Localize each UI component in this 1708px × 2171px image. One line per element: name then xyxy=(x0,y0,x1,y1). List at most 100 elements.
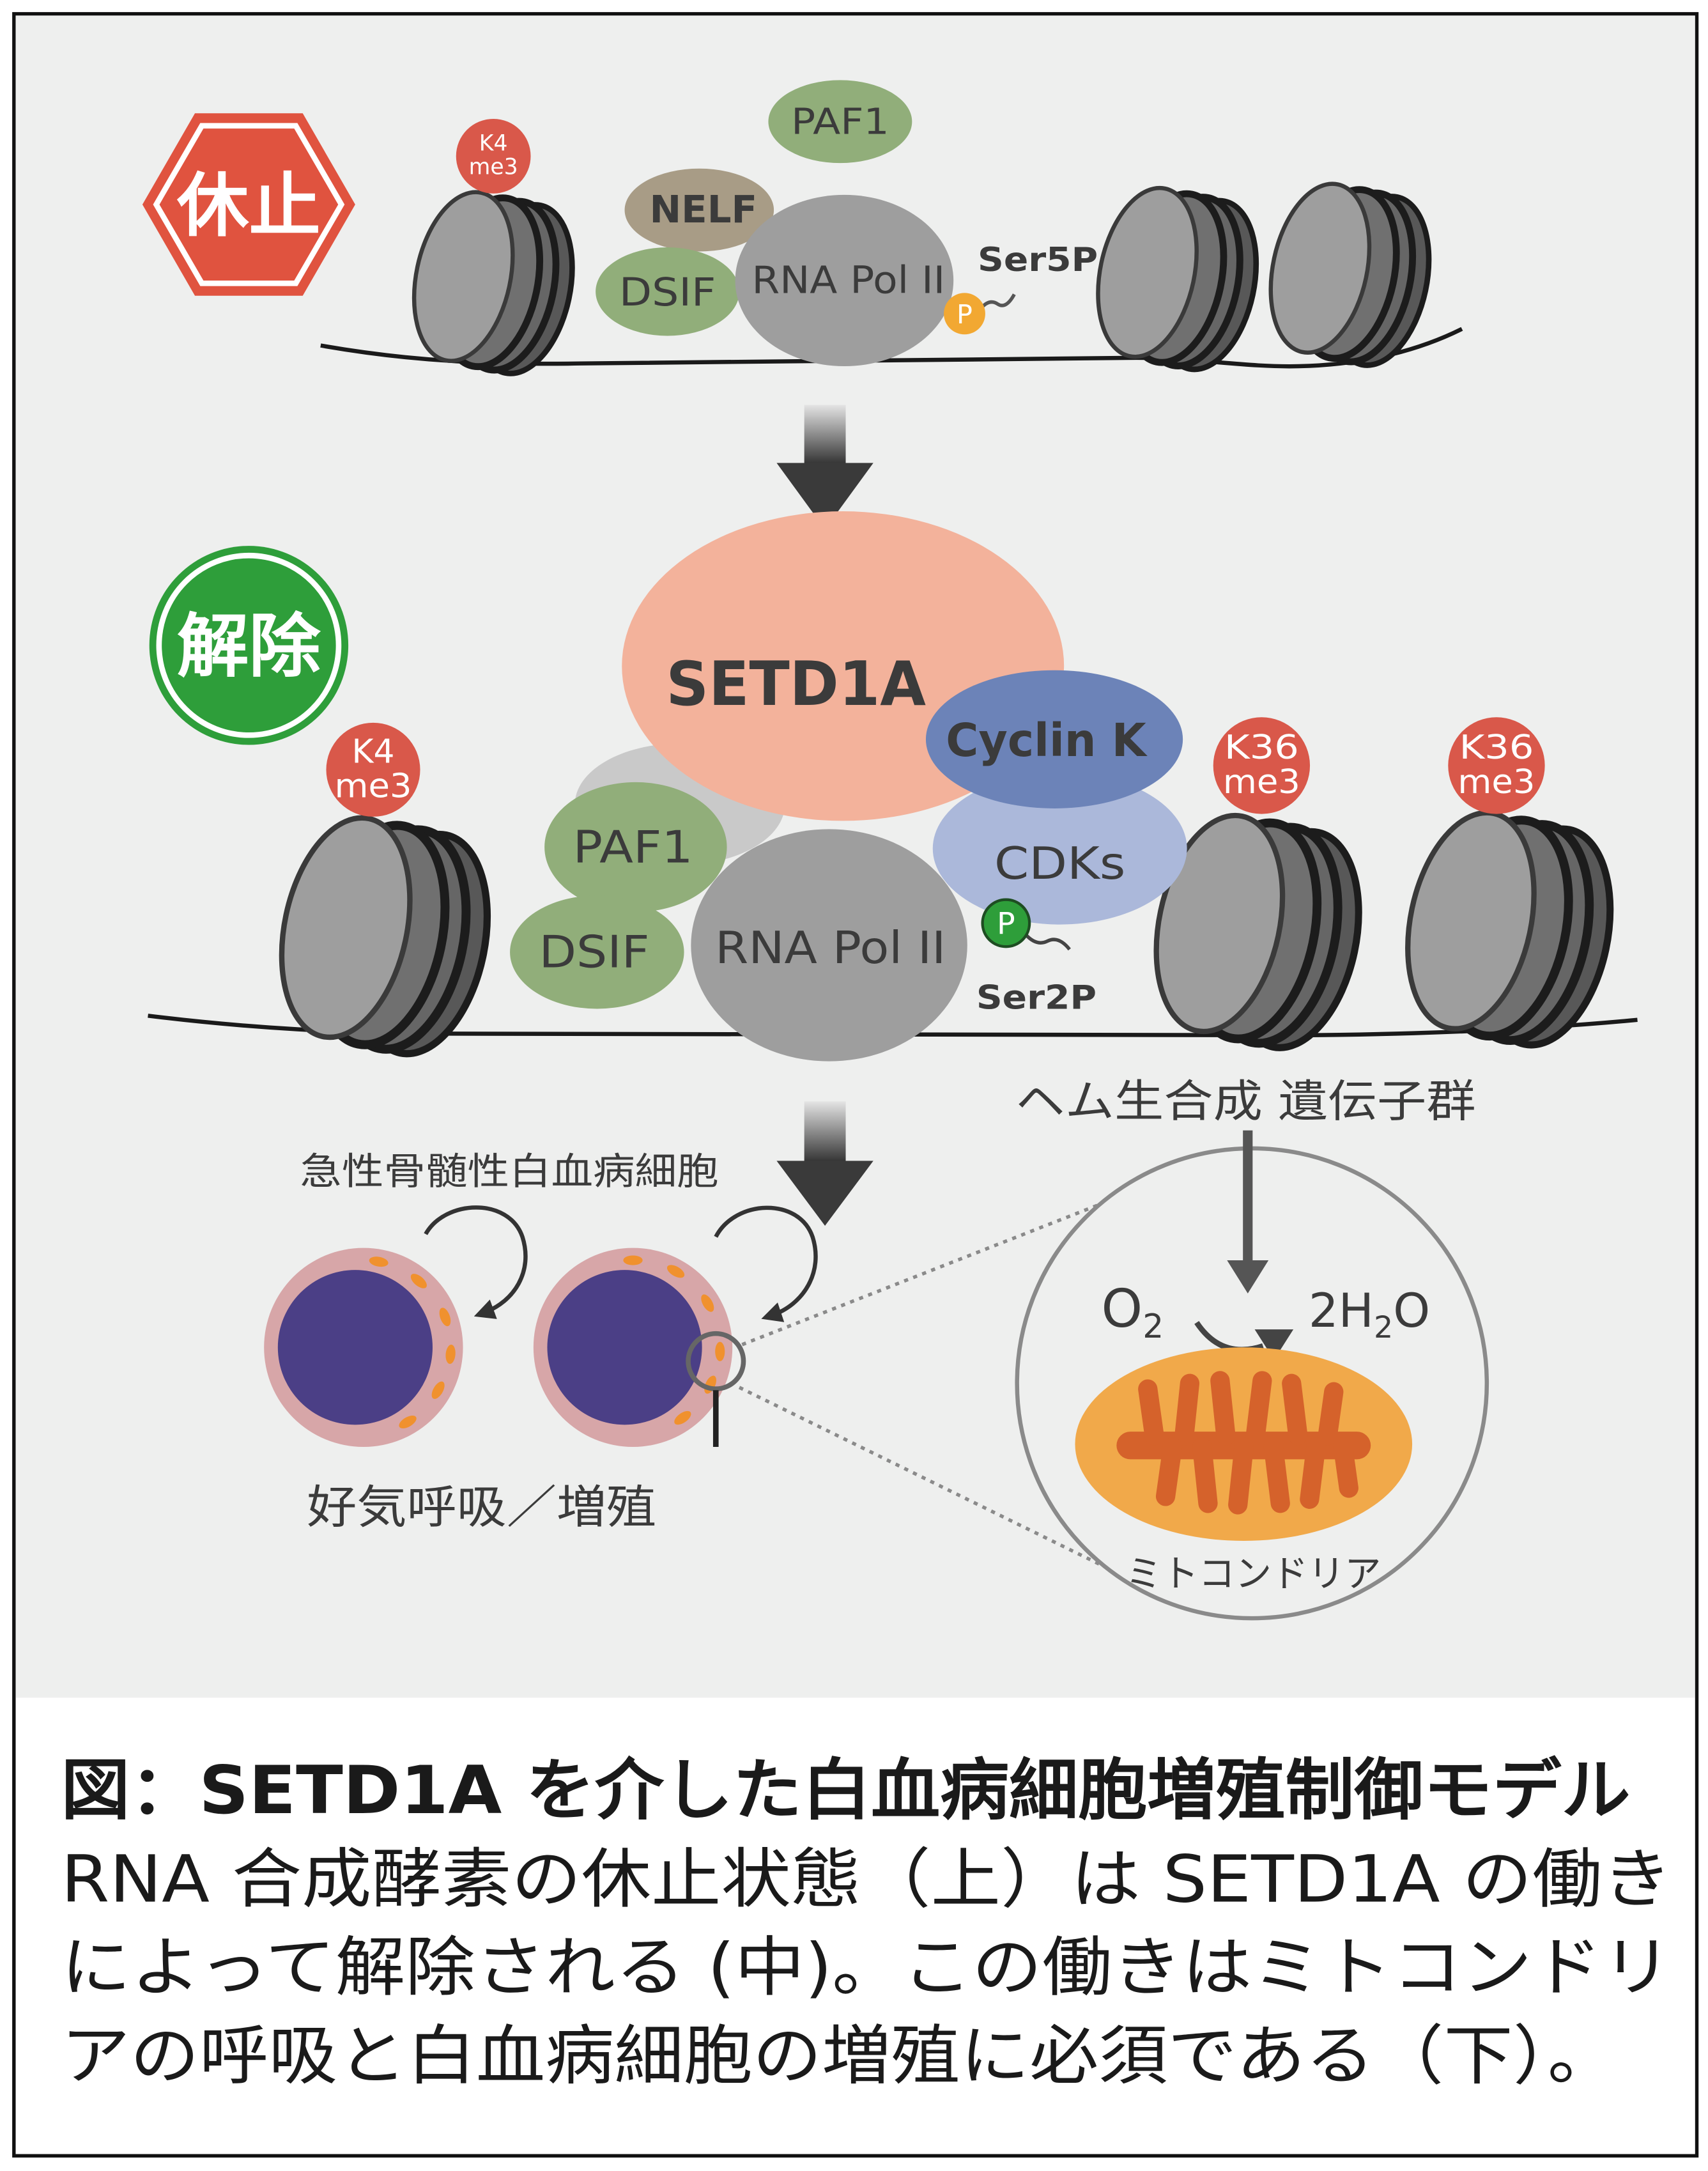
phospho-site-label: Ser2P xyxy=(976,978,1096,1017)
mitochondrion-cristae xyxy=(1116,1371,1371,1515)
release-badge: 解除 xyxy=(149,546,349,745)
caption-line: アの呼吸と白血病細胞の増殖に必須である（下）。 xyxy=(61,2018,1617,2094)
arrow-head xyxy=(1227,1260,1269,1294)
dsif-shape xyxy=(510,895,684,1009)
paused-state: 休止 K4 me3 PAF1 NELF DSIF RNA Pol II xyxy=(142,80,1463,382)
cyclin-k-label: Cyclin K xyxy=(946,714,1148,767)
cell-mitochondrion xyxy=(399,1416,417,1429)
magnifier-icon xyxy=(686,1331,746,1447)
gene-group-label: ヘム生合成 遺伝子群 xyxy=(1015,1076,1475,1127)
histone-mark-type: me3 xyxy=(1223,763,1300,801)
phosphorylation-ser2: P Ser2P xyxy=(976,898,1096,1017)
crista xyxy=(1228,1437,1254,1515)
crista xyxy=(1155,1437,1183,1506)
arrow-head xyxy=(1254,1329,1294,1360)
cyclin-k-shape xyxy=(925,670,1183,808)
nelf-shape xyxy=(624,168,774,252)
water-prefix: 2H xyxy=(1309,1284,1374,1338)
cell-nucleus xyxy=(547,1270,702,1425)
cell-mitochondria xyxy=(369,1256,456,1429)
paf1-shape xyxy=(544,782,727,913)
zoom-guide-line xyxy=(738,1386,1107,1569)
histone-mark-type: me3 xyxy=(334,768,412,806)
phosphorylation-ser5: P Ser5P xyxy=(944,241,1098,335)
caption-line: によって解除される (中)。この働きはミトコンドリ xyxy=(61,1930,1672,2005)
stop-sign-hexagon xyxy=(142,113,355,296)
arrow-head xyxy=(776,463,873,530)
cell-mitochondrion xyxy=(715,1341,725,1361)
histone-mark-k4me3: K4 me3 xyxy=(456,118,531,194)
crista xyxy=(1210,1371,1236,1446)
transition-arrow xyxy=(776,1101,873,1226)
rna-polymerase: RNA Pol II xyxy=(691,829,967,1062)
phospho-label: P xyxy=(957,299,973,330)
crista xyxy=(1245,1371,1272,1446)
crista xyxy=(1138,1379,1164,1446)
crista xyxy=(1300,1437,1326,1509)
arrow-shaft xyxy=(804,405,846,465)
histone-mark-k36me3: K36 me3 xyxy=(1213,717,1311,814)
rna-polymerase: RNA Pol II xyxy=(735,194,954,367)
cell-mitochondrion xyxy=(445,1344,456,1364)
histone-mark-type: me3 xyxy=(469,154,518,180)
cell-mitochondrion xyxy=(674,1410,691,1425)
dsif-shape xyxy=(596,247,740,336)
water-label: 2H2O xyxy=(1309,1284,1430,1345)
crista xyxy=(1263,1437,1290,1513)
histone-mark-badge xyxy=(326,722,420,817)
mitochondrion xyxy=(1075,1347,1413,1541)
cell-type-label: 急性骨髄性白血病細胞 xyxy=(300,1150,718,1193)
outcome-label: 好気呼吸／増殖 xyxy=(307,1481,656,1534)
histone-mark-badge xyxy=(1213,717,1311,814)
cdks-label: CDKs xyxy=(994,838,1125,890)
histone-mark-residue: K4 xyxy=(351,733,394,771)
leukemia-cell xyxy=(533,1205,818,1447)
stop-sign-inner-border xyxy=(153,123,345,286)
paf1-label: PAF1 xyxy=(791,102,889,143)
status-released-label: 解除 xyxy=(177,607,321,687)
nelf-label: NELF xyxy=(649,188,757,231)
arrow-head xyxy=(776,1161,873,1226)
rna-pol-shape xyxy=(691,829,967,1062)
figure-caption: 図：SETD1A を介した白血病細胞増殖制御モデル RNA 合成酵素の休止状態（… xyxy=(61,1752,1672,2094)
crista xyxy=(1192,1437,1218,1513)
cell-mitochondrion xyxy=(369,1256,389,1267)
mitochondrion-label: ミトコンドリア xyxy=(1125,1552,1381,1595)
gene-regulation-arrow xyxy=(1227,1130,1269,1294)
crista xyxy=(1282,1373,1308,1446)
cell-mitochondrion xyxy=(431,1381,445,1399)
histone-mark-k36me3: K36 me3 xyxy=(1448,717,1545,814)
oxygen-label: O2 xyxy=(1102,1279,1164,1346)
release-badge-inner-border xyxy=(156,552,342,738)
rna-pol-shape xyxy=(735,194,954,367)
cdks-protein: CDKs xyxy=(932,772,1187,925)
cell-mitochondrion xyxy=(666,1265,685,1278)
caption-line: RNA 合成酵素の休止状態（上）は SETD1A の働き xyxy=(61,1841,1672,1917)
released-state: 解除 K4 me3 K36 me3 K36 me3 SETD1A CDKs xyxy=(148,511,1638,1065)
histone-mark-badge xyxy=(456,118,531,194)
oxygen-symbol: O xyxy=(1102,1279,1143,1340)
paf1-shape xyxy=(768,80,912,164)
leukemia-cell xyxy=(264,1205,528,1447)
proliferation-cycle-arrow xyxy=(424,1205,528,1319)
water-suffix: O xyxy=(1393,1284,1430,1338)
histone-mark-k4me3: K4 me3 xyxy=(326,722,420,817)
histone-mark-residue: K4 xyxy=(479,131,508,157)
histone-mark-residue: K36 xyxy=(1459,729,1534,767)
rna-pol-label: RNA Pol II xyxy=(751,258,945,302)
caption-title: 図：SETD1A を介した白血病細胞増殖制御モデル xyxy=(61,1752,1630,1829)
cyclin-k-protein: Cyclin K xyxy=(925,670,1183,808)
cell-mitochondrion xyxy=(439,1308,451,1327)
dsif-complex: DSIF xyxy=(510,895,684,1009)
histone-mark-residue: K36 xyxy=(1224,729,1299,767)
outcome: ヘム生合成 遺伝子群 急性骨髄性白血病細胞 O2 2H2O xyxy=(264,1076,1489,1621)
dsif-label: DSIF xyxy=(539,927,649,978)
arrow-shaft xyxy=(804,1101,846,1163)
cell-mitochondrion xyxy=(410,1274,427,1288)
histone-mark-badge xyxy=(1448,717,1545,814)
stop-sign: 休止 xyxy=(142,113,355,296)
release-badge-circle xyxy=(149,546,349,745)
proliferation-cycle-arrow xyxy=(714,1205,818,1322)
crista xyxy=(1318,1382,1344,1446)
